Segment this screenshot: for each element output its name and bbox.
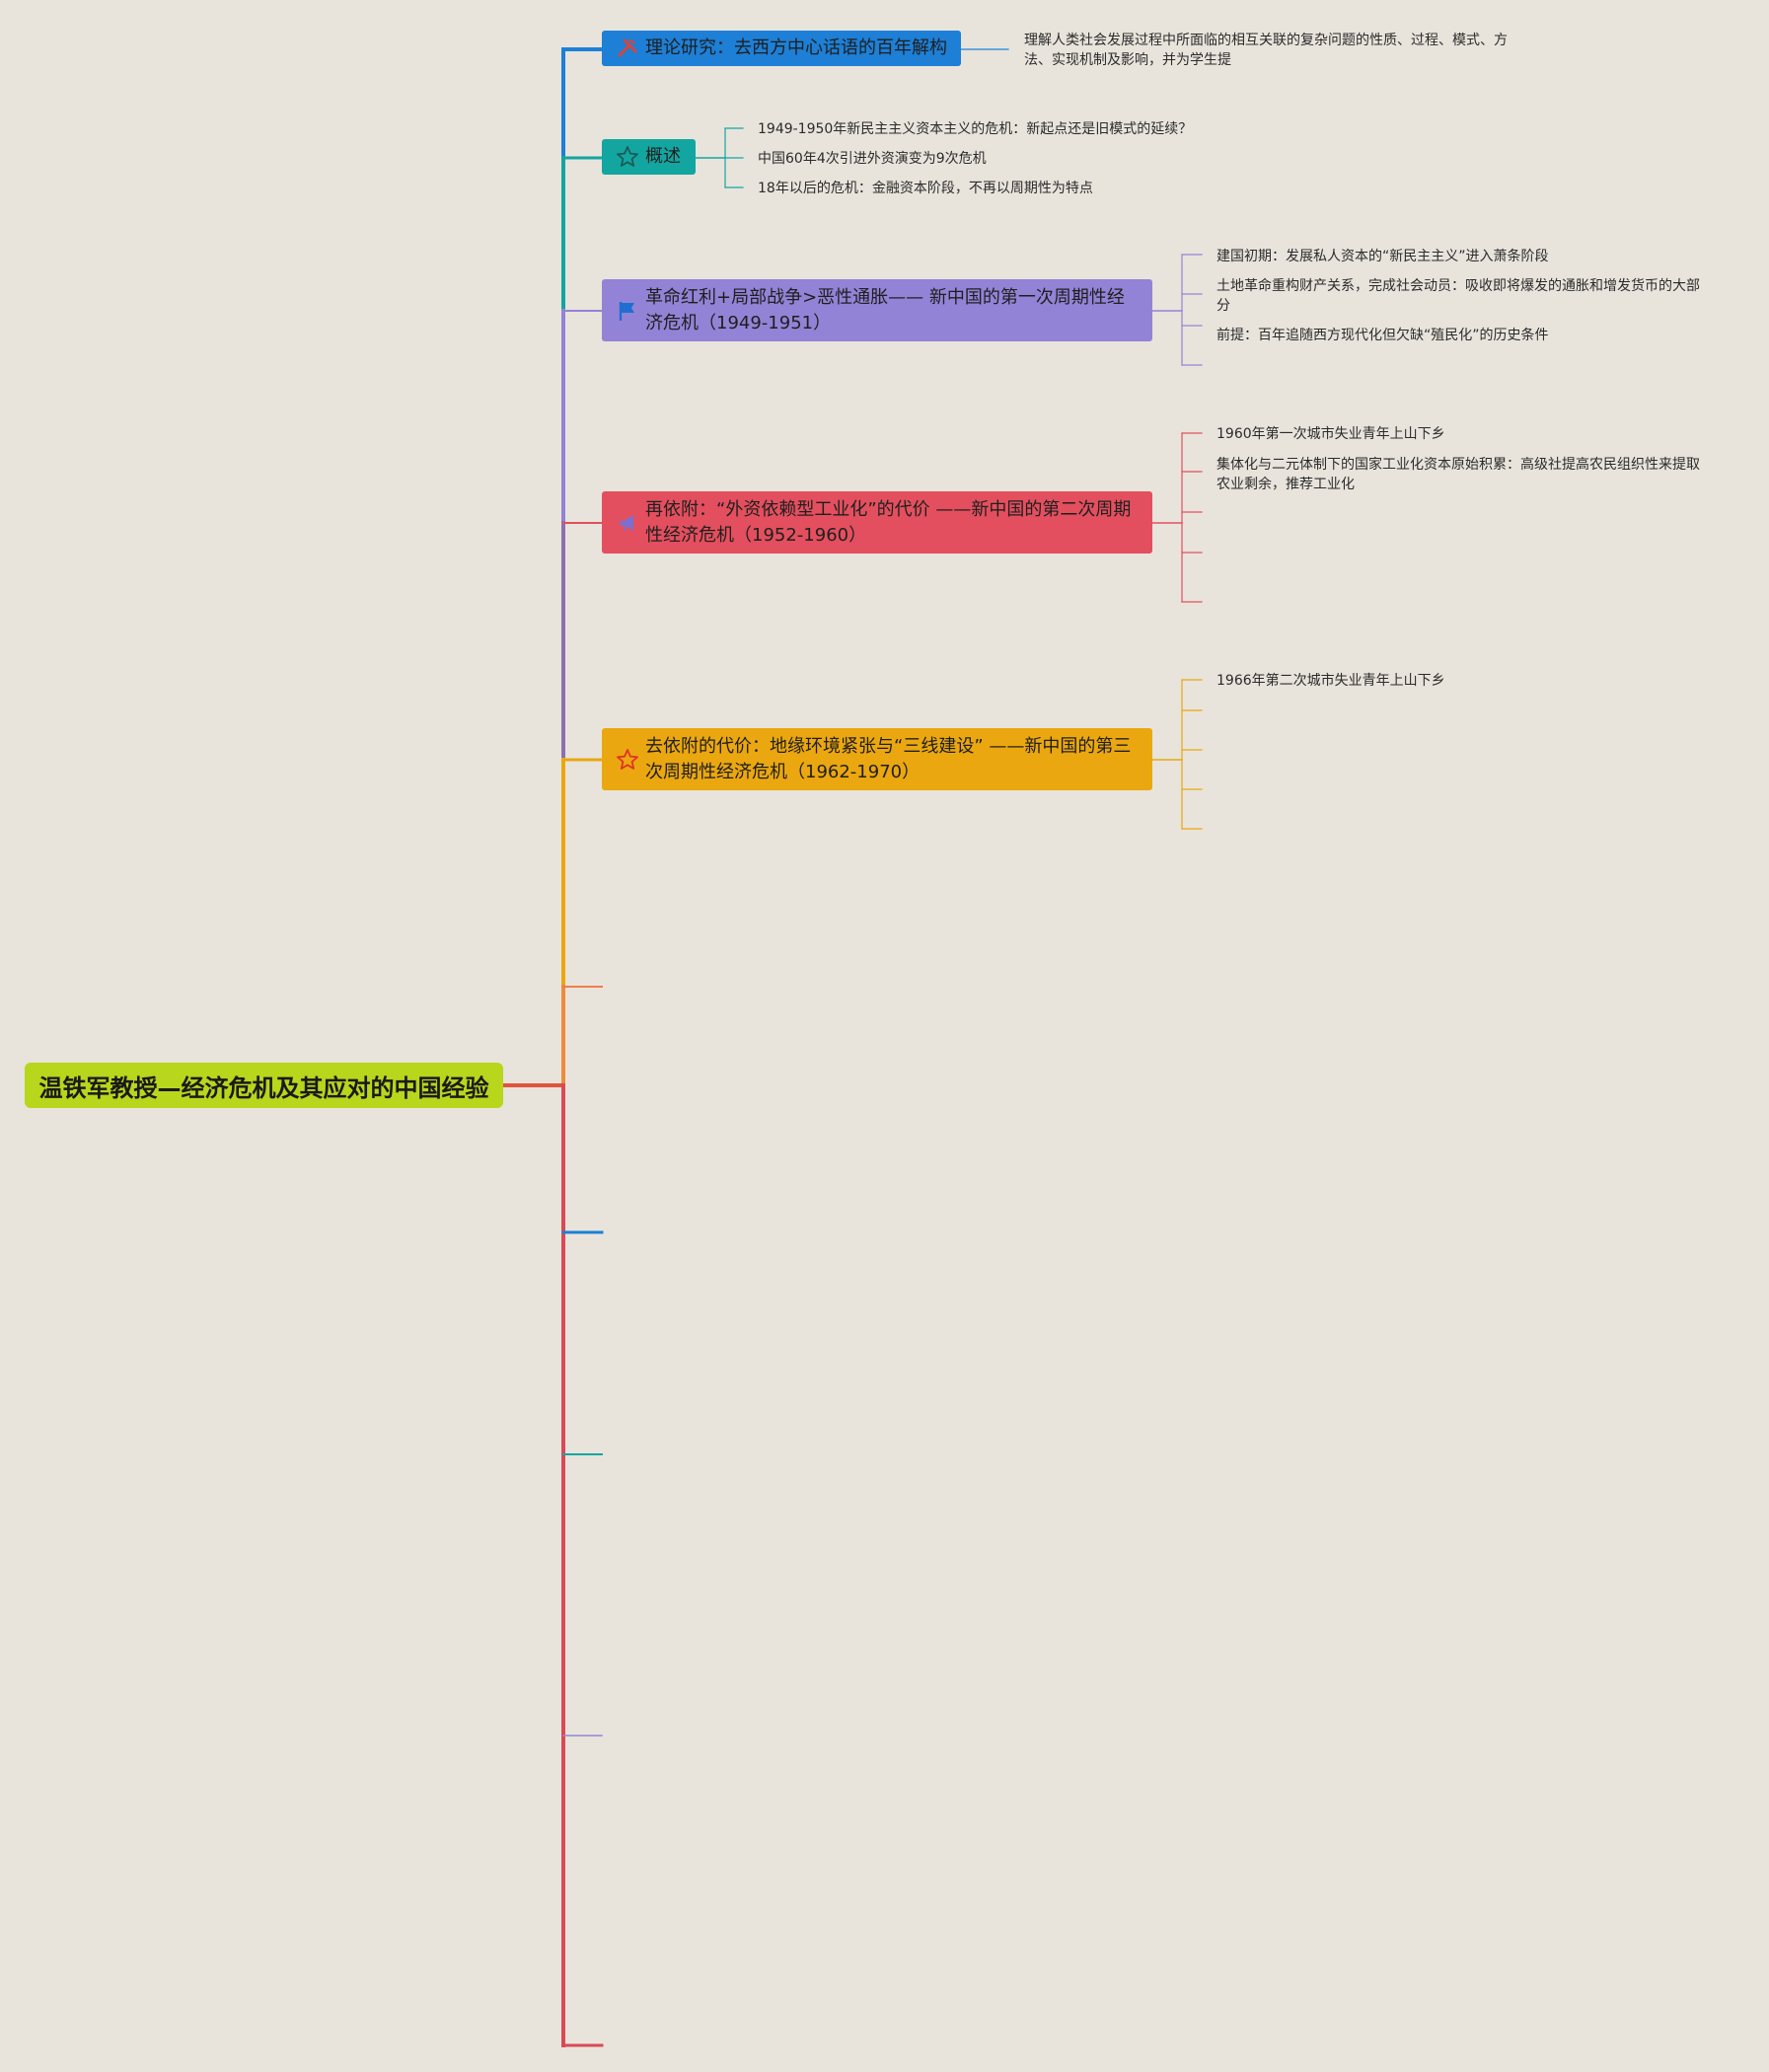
branch-crisis-2[interactable]: 再依附：“外资依赖型工业化”的代价 ——新中国的第二次周期性经济危机（1952-…: [602, 491, 1152, 554]
leaf-crisis-3-1: 1966年第二次城市失业青年上山下乡: [1216, 673, 1445, 689]
branch-crisis-1-label: 革命红利+局部战争>恶性通胀—— 新中国的第一次周期性经济危机（1949-195…: [645, 286, 1125, 333]
leaf-crisis-2-2: 集体化与二元体制下的国家工业化资本原始积累：高级社提高农民组织性来提取农业剩余，…: [1216, 457, 1700, 492]
leaf-overview-3: 18年以后的危机：金融资本阶段，不再以周期性为特点: [758, 181, 1093, 196]
leaf-crisis-2-1: 1960年第一次城市失业青年上山下乡: [1216, 426, 1445, 442]
root-topic[interactable]: 温铁军教授—经济危机及其应对的中国经验: [25, 1063, 503, 1108]
leaf-crisis-1-3: 前提：百年追随西方现代化但欠缺“殖民化”的历史条件: [1216, 328, 1549, 343]
branch-crisis-3-label: 去依附的代价：地缘环境紧张与“三线建设” ——新中国的第三次周期性经济危机（19…: [645, 735, 1132, 782]
leaf-theory-1: 理解人类社会发展过程中所面临的相互关联的复杂问题的性质、过程、模式、方法、实现机…: [1024, 33, 1508, 68]
megaphone-icon: [616, 511, 639, 535]
leaf-overview-1: 1949-1950年新民主主义资本主义的危机：新起点还是旧模式的延续？: [758, 121, 1193, 137]
branch-crisis-1[interactable]: 革命红利+局部战争>恶性通胀—— 新中国的第一次周期性经济危机（1949-195…: [602, 279, 1152, 341]
flag-icon: [616, 299, 639, 323]
tools-icon: [616, 37, 639, 60]
branch-theory-label: 理论研究：去西方中心话语的百年解构: [645, 37, 947, 58]
root-topic-label: 温铁军教授—经济危机及其应对的中国经验: [38, 1073, 489, 1102]
branch-crisis-3[interactable]: 去依附的代价：地缘环境紧张与“三线建设” ——新中国的第三次周期性经济危机（19…: [602, 728, 1152, 790]
branch-overview[interactable]: 概述: [602, 139, 696, 175]
branch-overview-label: 概述: [645, 146, 681, 167]
leaf-crisis-1-2: 土地革命重构财产关系，完成社会动员：吸收即将爆发的通胀和增发货币的大部分: [1216, 278, 1700, 314]
branch-crisis-2-label: 再依附：“外资依赖型工业化”的代价 ——新中国的第二次周期性经济危机（1952-…: [645, 498, 1132, 546]
leaf-overview-2: 中国60年4次引进外资演变为9次危机: [758, 151, 987, 167]
star-icon: [616, 748, 639, 772]
branch-theory[interactable]: 理论研究：去西方中心话语的百年解构: [602, 31, 961, 66]
leaf-crisis-1-1: 建国初期：发展私人资本的“新民主主义”进入萧条阶段: [1216, 249, 1549, 264]
star-icon: [616, 145, 639, 169]
